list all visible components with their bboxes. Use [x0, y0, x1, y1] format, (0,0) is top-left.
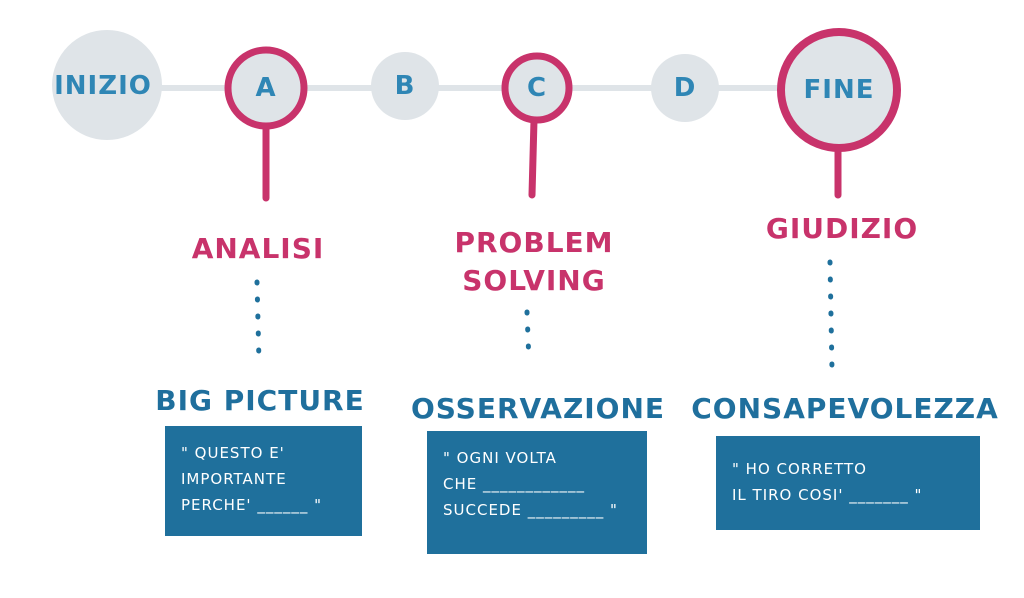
prompt-line: " HO CORRETTO	[732, 460, 867, 478]
prompt-box-osservazione: " OGNI VOLTA CHE ____________ SUCCEDE __…	[427, 431, 647, 554]
phase-title-problem-solving: PROBLEM SOLVING	[454, 226, 614, 297]
skill-big-picture: BIG PICTURE	[155, 384, 365, 417]
dotted-connectors	[254, 259, 835, 373]
prompt-line: PERCHE' ______ "	[181, 496, 322, 514]
node-d-circle	[651, 54, 719, 122]
node-end-label: FINE	[803, 75, 875, 105]
pin-c	[528, 116, 538, 199]
skill-osservazione: OSSERVAZIONE	[410, 392, 666, 425]
node-b-label: B	[394, 71, 416, 101]
prompt-line: IL TIRO COSI' _______ "	[732, 486, 923, 504]
prompt-line: IMPORTANTE	[181, 470, 287, 488]
node-d-label: D	[673, 73, 697, 103]
node-start-label: INIZIO	[54, 71, 152, 101]
prompt-box-consapevolezza: " HO CORRETTO IL TIRO COSI' _______ "	[716, 436, 980, 530]
prompt-box-big-picture: " QUESTO E' IMPORTANTE PERCHE' ______ "	[165, 426, 362, 536]
phase-title-giudizio: GIUDIZIO	[765, 212, 919, 245]
prompt-line: " OGNI VOLTA	[443, 449, 557, 467]
prompt-line: CHE ____________	[443, 475, 585, 493]
node-b-circle	[371, 52, 439, 120]
node-c-label: C	[526, 73, 548, 103]
skill-consapevolezza: CONSAPEVOLEZZA	[691, 392, 999, 425]
prompt-line: SUCCEDE _________ "	[443, 501, 618, 519]
node-a-label: A	[255, 73, 277, 103]
start-circle	[52, 30, 162, 140]
prompt-line: " QUESTO E'	[181, 444, 285, 462]
phase-title-analisi: ANALISI	[191, 232, 325, 265]
